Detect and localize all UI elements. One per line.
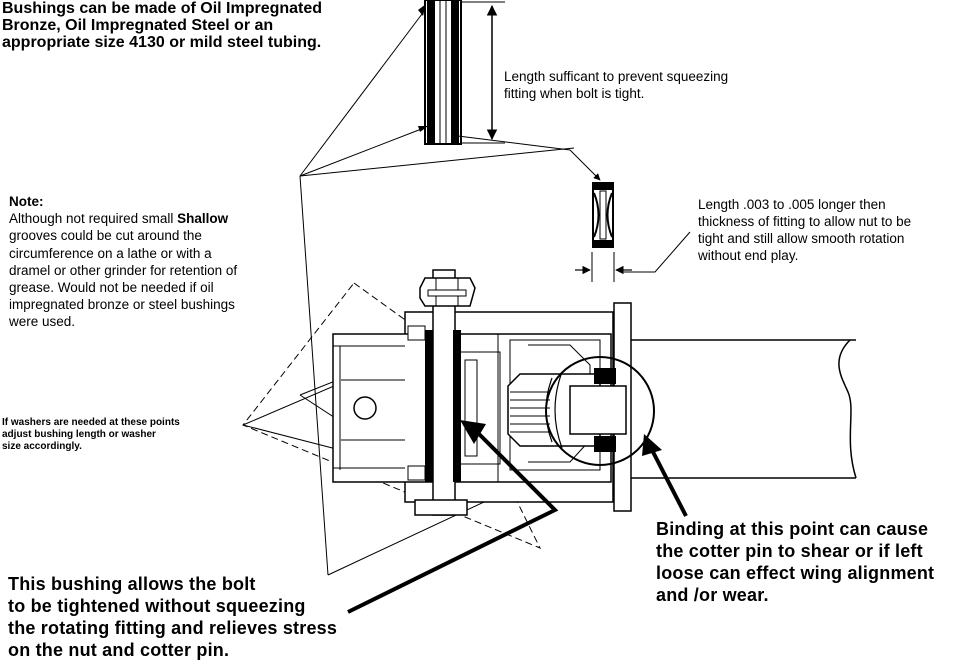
length-tolerance-line-4: without end play. (698, 248, 799, 263)
washer-note-line-1: If washers are needed at these points (2, 417, 180, 428)
long-bushing-length-dimension (462, 1, 505, 144)
note-line-4: dramel or other grinder for retention of (9, 262, 238, 278)
washer-note-line-2: adjust bushing length or washer (2, 429, 156, 440)
bushing-function-arrow (347, 420, 559, 614)
bushing-material-line-1: Bushings can be made of Oil Impregnated (2, 0, 323, 17)
bushing-function-note: This bushing allows the bolt to be tight… (8, 573, 337, 661)
bushing-material-note: Bushings can be made of Oil Impregnated … (2, 0, 322, 51)
washer-note-line-3: size accordingly. (2, 441, 82, 452)
washer-note: If washers are needed at these points ad… (2, 417, 180, 453)
note-line-5: grease. Would not be needed if oil (9, 280, 214, 296)
binding-note-line-1: Binding at this point can cause (656, 519, 929, 539)
rotating-fitting-rod-end (507, 368, 627, 452)
long-bushing-detail (424, 0, 462, 145)
binding-note-line-2: the cotter pin to shear or if left (656, 541, 923, 561)
note-line-1-text: Although not required small (9, 211, 178, 227)
bushing-function-line-2: to be tightened without squeezing (8, 596, 306, 616)
length-tolerance-line-2: thickness of fitting to allow nut to be (698, 214, 912, 229)
note-line-2: grooves could be cut around the (9, 228, 202, 244)
note-line-6: impregnated bronze or steel bushings (9, 297, 235, 313)
bushing-material-line-2: Bronze, Oil Impregnated Steel or an (2, 17, 274, 34)
binding-arrow (642, 434, 688, 517)
bushing-function-line-4: on the nut and cotter pin. (8, 640, 230, 660)
binding-note-line-3: loose can effect wing alignment (656, 563, 935, 583)
short-bushing-length-dimension (575, 231, 691, 282)
binding-note-line-4: and /or wear. (656, 585, 769, 605)
grease-groove-note: Note: Although not required small Shallo… (9, 193, 237, 331)
note-heading: Note: (9, 194, 44, 209)
binding-point-circle (545, 356, 655, 466)
bushing-function-line-1: This bushing allows the bolt (8, 574, 256, 594)
length-note-line-2: fitting when bolt is tight. (504, 86, 645, 101)
bolt (407, 269, 476, 516)
note-line-3: circumference on a lathe or with a (9, 245, 212, 261)
length-note: Length sufficant to prevent squeezing fi… (504, 68, 728, 102)
length-note-line-1: Length sufficant to prevent squeezing (504, 69, 729, 84)
binding-note: Binding at this point can cause the cott… (656, 518, 934, 606)
note-line-1: Although not required small Shallow (9, 210, 237, 227)
length-tolerance-note: Length .003 to .005 longer then thicknes… (698, 196, 911, 264)
length-tolerance-line-3: tight and still allow smooth rotation (698, 231, 905, 246)
note-line-7: were used. (9, 314, 76, 330)
length-tolerance-line-1: Length .003 to .005 longer then (698, 197, 886, 212)
bushing-function-line-3: the rotating fitting and relieves stress (8, 618, 338, 638)
note-shallow-word: Shallow (177, 211, 229, 227)
bushing-material-line-3: appropriate size 4130 or mild steel tubi… (2, 34, 322, 51)
short-bushing-detail (592, 182, 614, 248)
